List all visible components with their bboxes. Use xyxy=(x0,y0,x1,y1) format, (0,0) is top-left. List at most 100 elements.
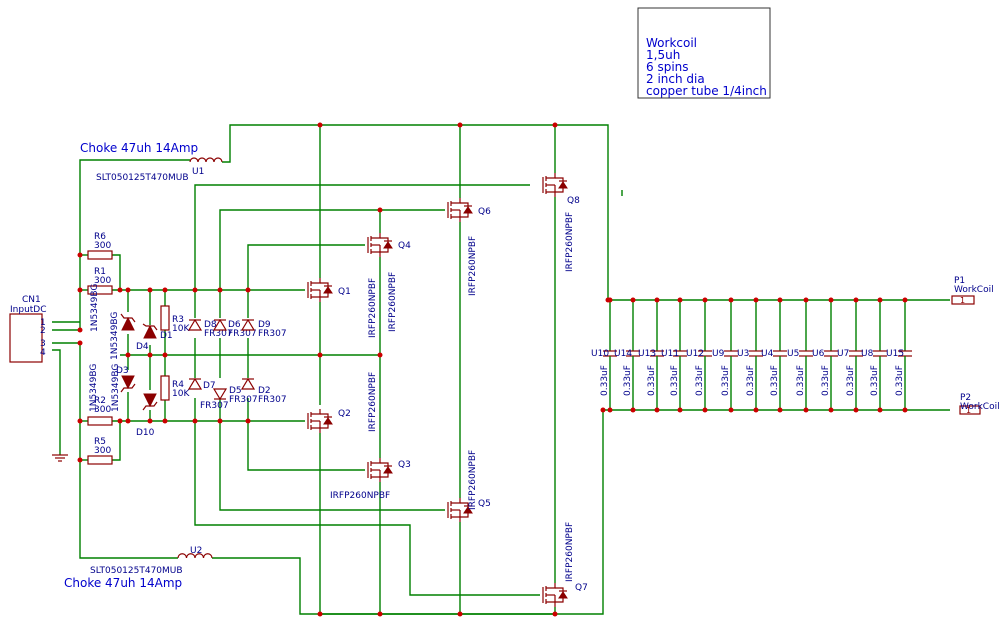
junction-dot xyxy=(77,327,83,333)
capacitor-value: 0.33uF xyxy=(600,365,610,396)
junction-dot xyxy=(457,611,463,617)
capacitor-ref: U4 xyxy=(761,349,774,359)
q5-ref: Q5 xyxy=(478,499,491,509)
r6-ref: R6 xyxy=(94,232,106,242)
capacitor-ref: U15 xyxy=(886,349,904,359)
resistor-r5: R5 300 xyxy=(87,437,113,465)
zener-d1: D1 1N5349BG xyxy=(110,312,173,360)
q2-mosfet-icon xyxy=(307,409,333,433)
cn1-pin-label: 4 xyxy=(40,348,46,358)
r5-value: 300 xyxy=(94,446,111,456)
capacitor-value: 0.33uF xyxy=(746,365,756,396)
zener-d10: D10 1N5349BG xyxy=(111,364,158,438)
junction-dot xyxy=(77,457,83,463)
u1-value: SLT050125T470MUB xyxy=(96,173,189,183)
capacitor-value: 0.33uF xyxy=(846,365,856,396)
capacitor: U60.33uF xyxy=(812,297,838,413)
workcoil-note-line: 6 spins xyxy=(646,60,689,74)
junction-dot xyxy=(677,407,683,413)
capacitor-ref: U10 xyxy=(591,349,609,359)
zener-d3: D3 1N5349BG xyxy=(89,364,136,412)
capacitor-ref: U13 xyxy=(638,349,656,359)
q4-mosfet-icon xyxy=(367,233,393,257)
capacitor-ref: U8 xyxy=(861,349,874,359)
inductor-u1: U1 SLT050125T470MUB xyxy=(96,157,223,183)
capacitor-value: 0.33uF xyxy=(695,365,705,396)
inductor-u2: U2 SLT050125T470MUB xyxy=(90,546,213,576)
q8-ref: Q8 xyxy=(567,196,580,206)
junction-dot xyxy=(654,297,660,303)
r2-ref: R2 xyxy=(94,396,106,406)
capacitor: U70.33uF xyxy=(837,297,863,413)
p2-ref: P2 xyxy=(960,393,971,403)
mosfet-labels: Q1 Q2 Q3 Q4 Q5 Q6 Q7 Q8 IRFP260NPBF IRFP… xyxy=(330,196,588,593)
q3-ref: Q3 xyxy=(398,460,411,470)
output-p1: P1 WorkCoil 1 xyxy=(951,276,994,305)
cn1-ref: CN1 xyxy=(22,295,41,305)
diode-d5: D5 FR307 xyxy=(212,386,258,405)
workcoil-note-line: 2 inch dia xyxy=(646,72,705,86)
junction-dot xyxy=(147,352,153,358)
q1-ref: Q1 xyxy=(338,287,351,297)
junction-dot xyxy=(777,297,783,303)
u1-ref: U1 xyxy=(192,167,204,177)
capacitor-value: 0.33uF xyxy=(623,365,633,396)
p1-pin: 1 xyxy=(960,296,965,305)
junction-dot xyxy=(600,407,606,413)
resistor-r6: R6 300 xyxy=(87,232,113,260)
d8-value: FR307 xyxy=(204,329,233,339)
q4-ref: Q4 xyxy=(398,241,411,251)
d1-value: 1N5349BG xyxy=(110,312,120,360)
junction-dot xyxy=(607,407,613,413)
r1-value: 300 xyxy=(94,276,111,286)
junction-dot xyxy=(630,407,636,413)
capacitor-ref: U14 xyxy=(614,349,632,359)
d8-ref: D8 xyxy=(204,320,217,330)
junction-dot xyxy=(377,352,383,358)
capacitor: U30.33uF xyxy=(737,297,763,413)
resistor-r2: R2 300 xyxy=(87,396,113,426)
capacitor-value: 0.33uF xyxy=(770,365,780,396)
p1-ref: P1 xyxy=(954,276,965,286)
zener-d4: D4 1N5349BG xyxy=(90,284,149,352)
workcoil-note-line: Workcoil xyxy=(646,36,697,50)
junction-dot xyxy=(147,418,153,424)
diode-d7: D7 FR307 xyxy=(187,377,229,411)
workcoil-note-line: 1,5uh xyxy=(646,48,680,62)
capacitor: U90.33uF xyxy=(712,297,738,413)
r4-ref: R4 xyxy=(172,380,184,390)
resistor-r3: R3 10K xyxy=(160,305,190,334)
junction-dot xyxy=(902,407,908,413)
q7-mosfet-icon xyxy=(542,583,568,607)
junction-dot xyxy=(654,407,660,413)
u2-value: SLT050125T470MUB xyxy=(90,566,183,576)
u2-ref: U2 xyxy=(190,546,202,556)
capacitor-value: 0.33uF xyxy=(796,365,806,396)
resistor-r4: R4 10K xyxy=(160,375,190,401)
capacitor-ref: U11 xyxy=(661,349,679,359)
junction-dot xyxy=(317,122,323,128)
junctions xyxy=(77,122,611,617)
q7-value: IRFP260NPBF xyxy=(565,522,575,582)
d5-ref: D5 xyxy=(229,386,242,396)
junction-dot xyxy=(877,407,883,413)
q7-ref: Q7 xyxy=(575,583,588,593)
d7-value: FR307 xyxy=(200,401,229,411)
junction-dot xyxy=(125,287,131,293)
junction-dot xyxy=(245,418,251,424)
d3-ref: D3 xyxy=(116,366,129,376)
r5-ref: R5 xyxy=(94,437,106,447)
capacitor-value: 0.33uF xyxy=(647,365,657,396)
q8-value: IRFP260NPBF xyxy=(565,212,575,272)
junction-dot xyxy=(677,297,683,303)
capacitor-ref: U5 xyxy=(787,349,799,359)
r1-ref: R1 xyxy=(94,267,106,277)
junction-dot xyxy=(728,407,734,413)
junction-dot xyxy=(125,352,131,358)
junction-dot xyxy=(125,418,131,424)
junction-dot xyxy=(377,611,383,617)
junction-dot xyxy=(702,407,708,413)
junction-dot xyxy=(162,287,168,293)
d3-value: 1N5349BG xyxy=(89,364,99,412)
